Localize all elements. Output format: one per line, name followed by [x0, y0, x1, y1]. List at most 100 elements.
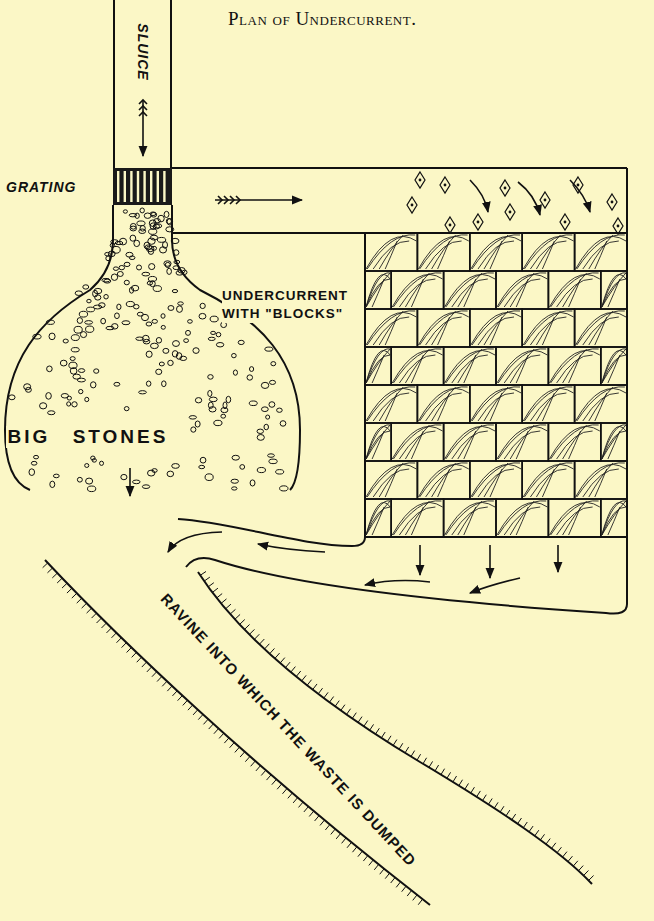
- diamond-dot: [504, 187, 507, 190]
- stone: [177, 306, 183, 313]
- wood-grain: [523, 464, 573, 497]
- stone: [188, 320, 193, 324]
- flow-arrow: [489, 545, 491, 578]
- wood-block: [522, 461, 574, 499]
- stone: [205, 474, 213, 481]
- wood-grain: [608, 507, 620, 535]
- wood-grain: [418, 388, 468, 421]
- hatch-stroke: [352, 713, 356, 719]
- hatch-stroke: [447, 772, 451, 778]
- hatch-stroke: [167, 686, 172, 691]
- wood-grain: [530, 241, 566, 269]
- wood-grain: [399, 355, 435, 383]
- wood-grain: [392, 426, 442, 459]
- wood-grain: [602, 501, 626, 535]
- hatch-stroke: [217, 594, 222, 598]
- flow-arrow: [419, 545, 421, 575]
- hatch-stroke: [259, 639, 264, 644]
- wood-grain: [452, 431, 488, 459]
- wood-block: [391, 423, 443, 461]
- grating-frame: [113, 168, 172, 205]
- wood-grain: [602, 350, 626, 383]
- wood-grain: [366, 431, 390, 459]
- hatch-stroke: [471, 787, 475, 793]
- wood-grain: [576, 388, 626, 421]
- stone: [87, 486, 95, 492]
- stone: [193, 348, 199, 354]
- wood-grain: [366, 236, 416, 269]
- hatch-stroke: [494, 802, 498, 808]
- hatch-stroke: [347, 842, 351, 847]
- hatch-stroke: [358, 717, 362, 723]
- stone: [208, 375, 213, 380]
- stone: [161, 325, 165, 329]
- stone: [159, 362, 164, 366]
- stone: [145, 245, 152, 250]
- hatch-stroke: [335, 701, 339, 707]
- stone: [129, 287, 133, 293]
- wood-grain: [602, 279, 626, 307]
- hatch-stroke: [557, 847, 561, 852]
- wood-grain: [497, 502, 547, 535]
- hatch-stroke: [254, 634, 259, 639]
- hatch-stroke: [584, 870, 589, 875]
- hatch-stroke: [178, 696, 183, 701]
- flow-arrow: [168, 532, 222, 552]
- stone: [172, 351, 178, 357]
- wood-grain: [583, 241, 619, 269]
- wood-block: [417, 309, 469, 347]
- wood-grain: [549, 350, 599, 383]
- stone: [257, 467, 265, 472]
- stone: [280, 486, 288, 491]
- diamond-dot: [411, 204, 414, 207]
- wood-grain: [549, 274, 599, 307]
- wood-grain: [504, 507, 540, 535]
- wood-grain: [523, 312, 573, 345]
- hatch-stroke: [376, 728, 380, 734]
- stone: [174, 260, 180, 263]
- wood-grain: [557, 507, 593, 535]
- hatch-stroke: [127, 647, 132, 652]
- sluice-channel: SLUICE: [113, 0, 172, 168]
- stone: [199, 465, 205, 468]
- stone: [178, 302, 184, 305]
- hatch-stroke: [204, 577, 210, 581]
- diamond-dot: [444, 184, 447, 187]
- stone: [99, 303, 106, 308]
- hatch-stroke: [270, 648, 275, 653]
- stone: [146, 246, 154, 252]
- stone: [143, 339, 150, 344]
- stone: [257, 429, 264, 433]
- hatch-stroke: [43, 563, 48, 568]
- wood-block: [365, 309, 417, 347]
- stone: [139, 391, 147, 394]
- wood-grain: [392, 502, 442, 535]
- wood-block: [417, 233, 469, 271]
- stone: [130, 223, 136, 229]
- stone: [63, 339, 68, 343]
- hatch-stroke: [325, 825, 329, 830]
- stone: [164, 211, 169, 217]
- stone: [34, 455, 39, 459]
- stone: [146, 381, 151, 386]
- hatch-stroke: [488, 799, 492, 805]
- wood-block: [522, 309, 574, 347]
- undercurrent-label: UNDERCURRENT WITH "BLOCKS": [222, 287, 360, 323]
- flow-arrow: [518, 182, 540, 215]
- hatch-stroke: [265, 644, 270, 649]
- hatch-stroke: [77, 598, 82, 603]
- stone: [114, 382, 120, 386]
- hatch-stroke: [304, 807, 309, 812]
- hatch-stroke: [429, 761, 433, 767]
- stone: [165, 262, 170, 267]
- stone: [153, 286, 161, 292]
- stone-heap: BIG STONES: [0, 205, 310, 500]
- stone: [172, 289, 177, 292]
- stone: [115, 241, 123, 244]
- wood-grain: [366, 273, 390, 307]
- stone: [209, 407, 216, 412]
- wood-block: [601, 347, 627, 385]
- wood-grain: [418, 312, 468, 345]
- hatch-stroke: [417, 754, 421, 760]
- stones-flow-arrow: [129, 468, 131, 496]
